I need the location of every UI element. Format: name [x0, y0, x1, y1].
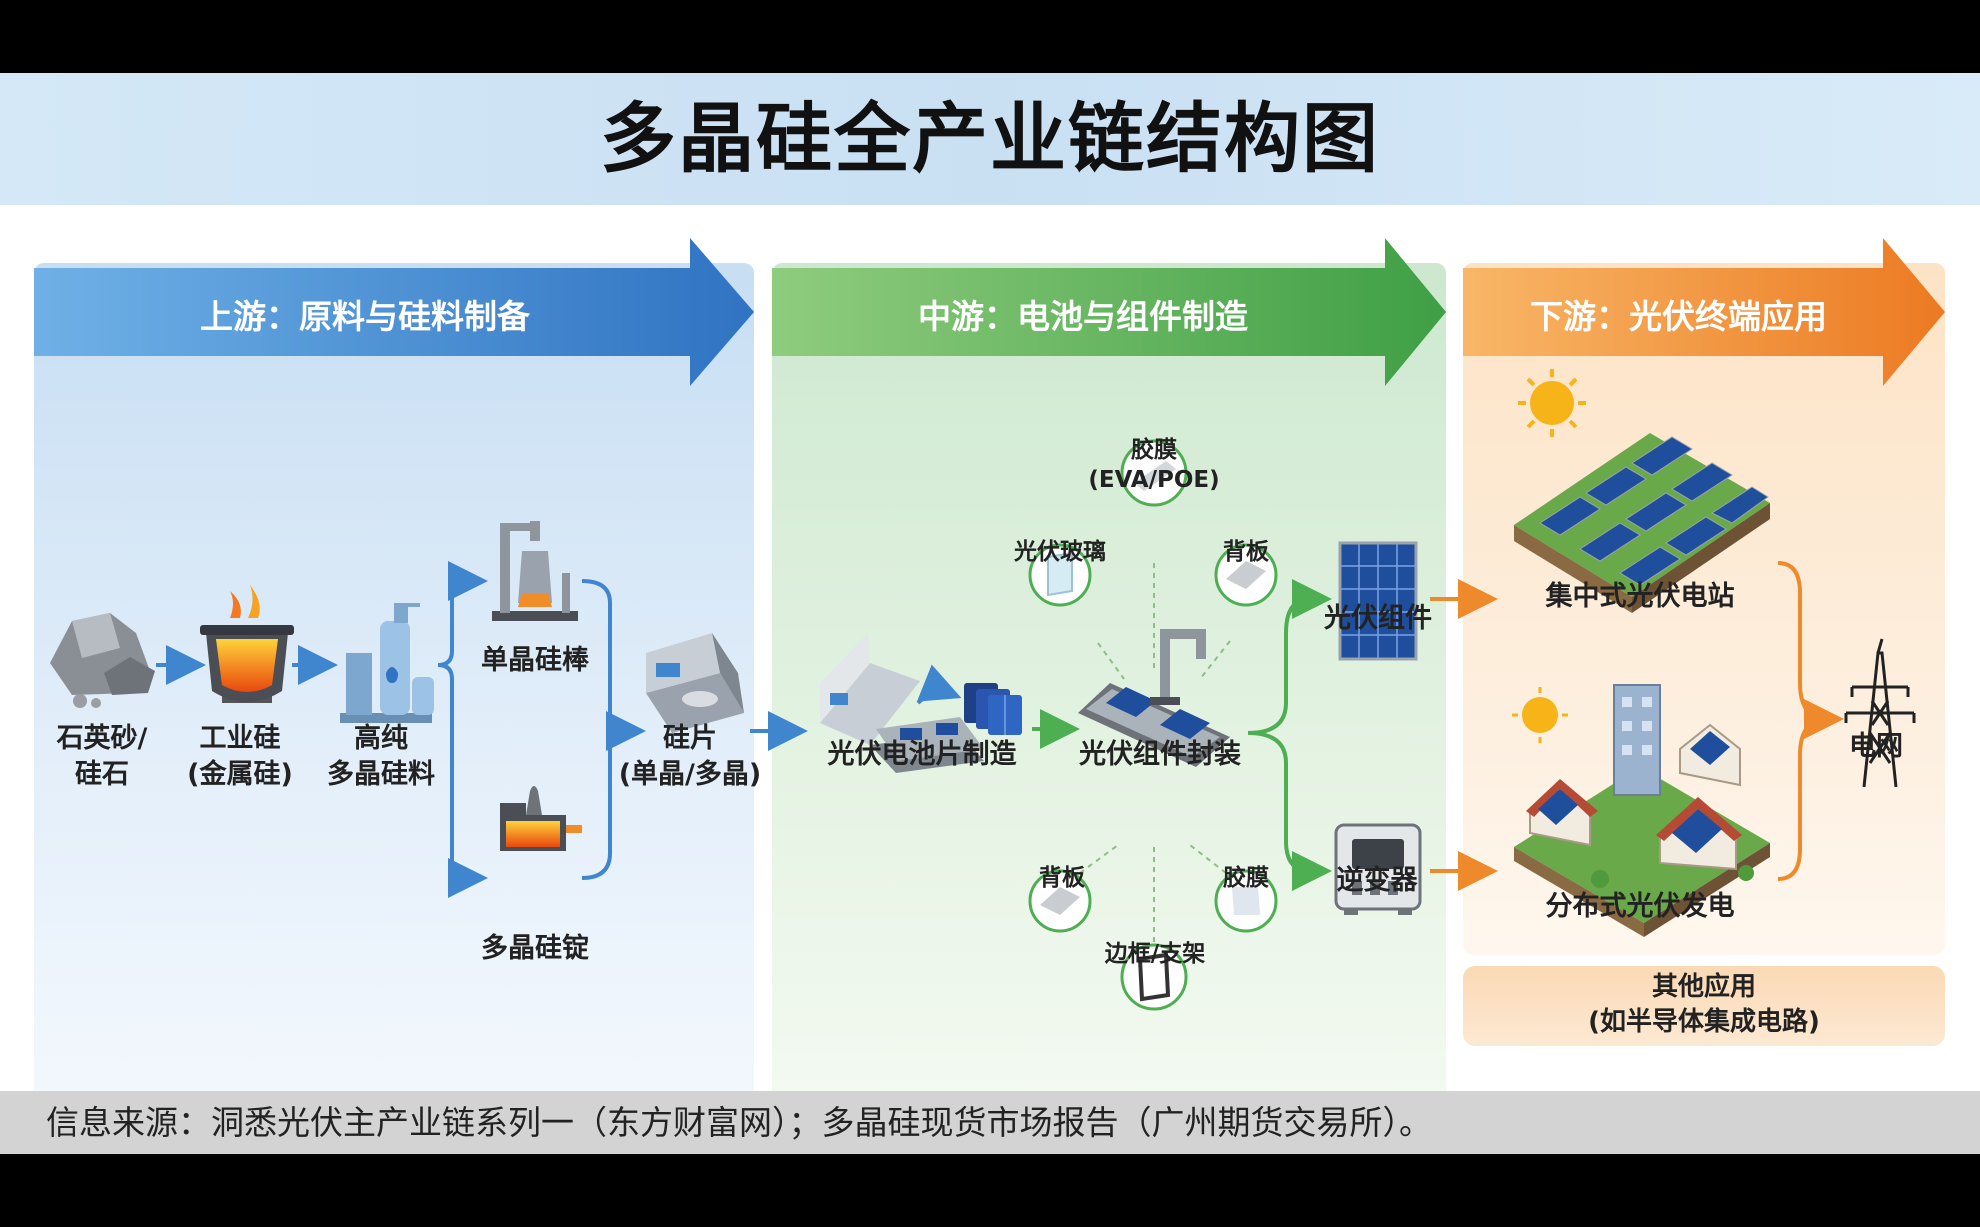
cell-production-line-icon [820, 633, 984, 773]
industrial-silicon-line2: (金属硅) [187, 759, 293, 790]
cell-manufacturing-label: 光伏电池片制造 [827, 739, 1017, 770]
backsheet-bottom-label: 背板 [1039, 865, 1085, 891]
high-purity-line2: 多晶硅料 [327, 759, 435, 790]
module-assembly-line-icon [1078, 629, 1230, 767]
high-purity-line1: 高纯 [354, 723, 408, 754]
glass-label: 光伏玻璃 [1014, 539, 1106, 565]
wafer-machine-icon [646, 633, 744, 733]
midstream-label: 中游：电池与组件制造 [918, 297, 1248, 336]
wafer-label-line1: 硅片 [663, 723, 717, 754]
sun-icon-bottom [1512, 687, 1568, 743]
central-station-label: 集中式光伏电站 [1545, 581, 1735, 612]
distributed-pv-label: 分布式光伏发电 [1545, 891, 1735, 922]
backsheet-bottom-icon [1028, 869, 1092, 933]
other-application-box [1463, 966, 1945, 1046]
material-connectors [1079, 563, 1231, 943]
industrial-silicon-label: 工业硅 (金属硅) [180, 721, 300, 793]
mono-rod-label: 单晶硅棒 [481, 645, 589, 676]
film-top-label: 胶膜 (EVA/POE) [1084, 435, 1224, 495]
other-application-line1: 其他应用 [1651, 972, 1756, 1002]
downstream-label: 下游：光伏终端应用 [1530, 297, 1827, 336]
poly-ingot-label: 多晶硅锭 [481, 933, 589, 964]
inverter-icon [1334, 823, 1422, 915]
quartz-label-line2: 硅石 [75, 759, 129, 790]
pv-module-icon [1338, 541, 1418, 661]
source-note: 信息来源：洞悉光伏主产业链系列一（东方财富网）；多晶硅现货市场报告（广州期货交易… [46, 1103, 1432, 1142]
page-title: 多晶硅全产业链结构图 [600, 94, 1380, 183]
solar-cells-stack-icon [964, 683, 1022, 735]
grid-label: 电网 [1849, 731, 1903, 762]
title-band [0, 73, 1980, 205]
quartz-rock-icon [50, 613, 155, 708]
module-packaging-label: 光伏组件封装 [1079, 739, 1241, 770]
film-bottom-label: 胶膜 [1223, 865, 1269, 891]
industrial-silicon-line1: 工业硅 [199, 723, 281, 754]
power-grid-tower-icon [1844, 638, 1916, 788]
mono-crystal-puller-icon [492, 521, 578, 621]
diagram-canvas: 多晶硅全产业链结构图 [0, 73, 1980, 1154]
diagram-graphics [34, 238, 1945, 1011]
other-application-label: 其他应用 (如半导体集成电路) [1463, 970, 1945, 1040]
central-station-icon [1514, 433, 1770, 613]
frame-label: 边框/支架 [1104, 941, 1206, 967]
quartz-label-line1: 石英砂/ [56, 723, 148, 754]
film-bottom-icon [1214, 869, 1278, 933]
other-application-line2: (如半导体集成电路) [1588, 1007, 1820, 1037]
glass-icon [1028, 543, 1092, 607]
sun-icon-top [1518, 369, 1586, 437]
source-band [0, 1091, 1980, 1154]
backsheet-top-icon [1214, 543, 1278, 607]
purification-tower-icon [340, 603, 434, 723]
upstream-banner-arrow [34, 238, 754, 386]
wafer-label: 硅片 (单晶/多晶) [610, 721, 770, 793]
film-top-icon [1120, 439, 1188, 507]
quartz-label: 石英砂/ 硅石 [42, 721, 162, 793]
film-top-line1: 胶膜 [1131, 437, 1177, 463]
pv-module-label: 光伏组件 [1324, 603, 1432, 634]
poly-ingot-furnace-icon [500, 786, 582, 851]
midstream-banner-arrow [772, 238, 1446, 386]
backsheet-top-label: 背板 [1223, 539, 1269, 565]
high-purity-polysilicon-label: 高纯 多晶硅料 [316, 721, 446, 793]
frame-icon [1120, 943, 1188, 1011]
upstream-label: 上游：原料与硅料制备 [200, 297, 530, 336]
film-top-line2: (EVA/POE) [1088, 467, 1220, 493]
downstream-banner-arrow [1463, 238, 1945, 386]
wafer-label-line2: (单晶/多晶) [618, 759, 762, 790]
distributed-pv-icon [1514, 684, 1770, 937]
inverter-label: 逆变器 [1336, 865, 1418, 896]
furnace-icon [200, 585, 294, 703]
